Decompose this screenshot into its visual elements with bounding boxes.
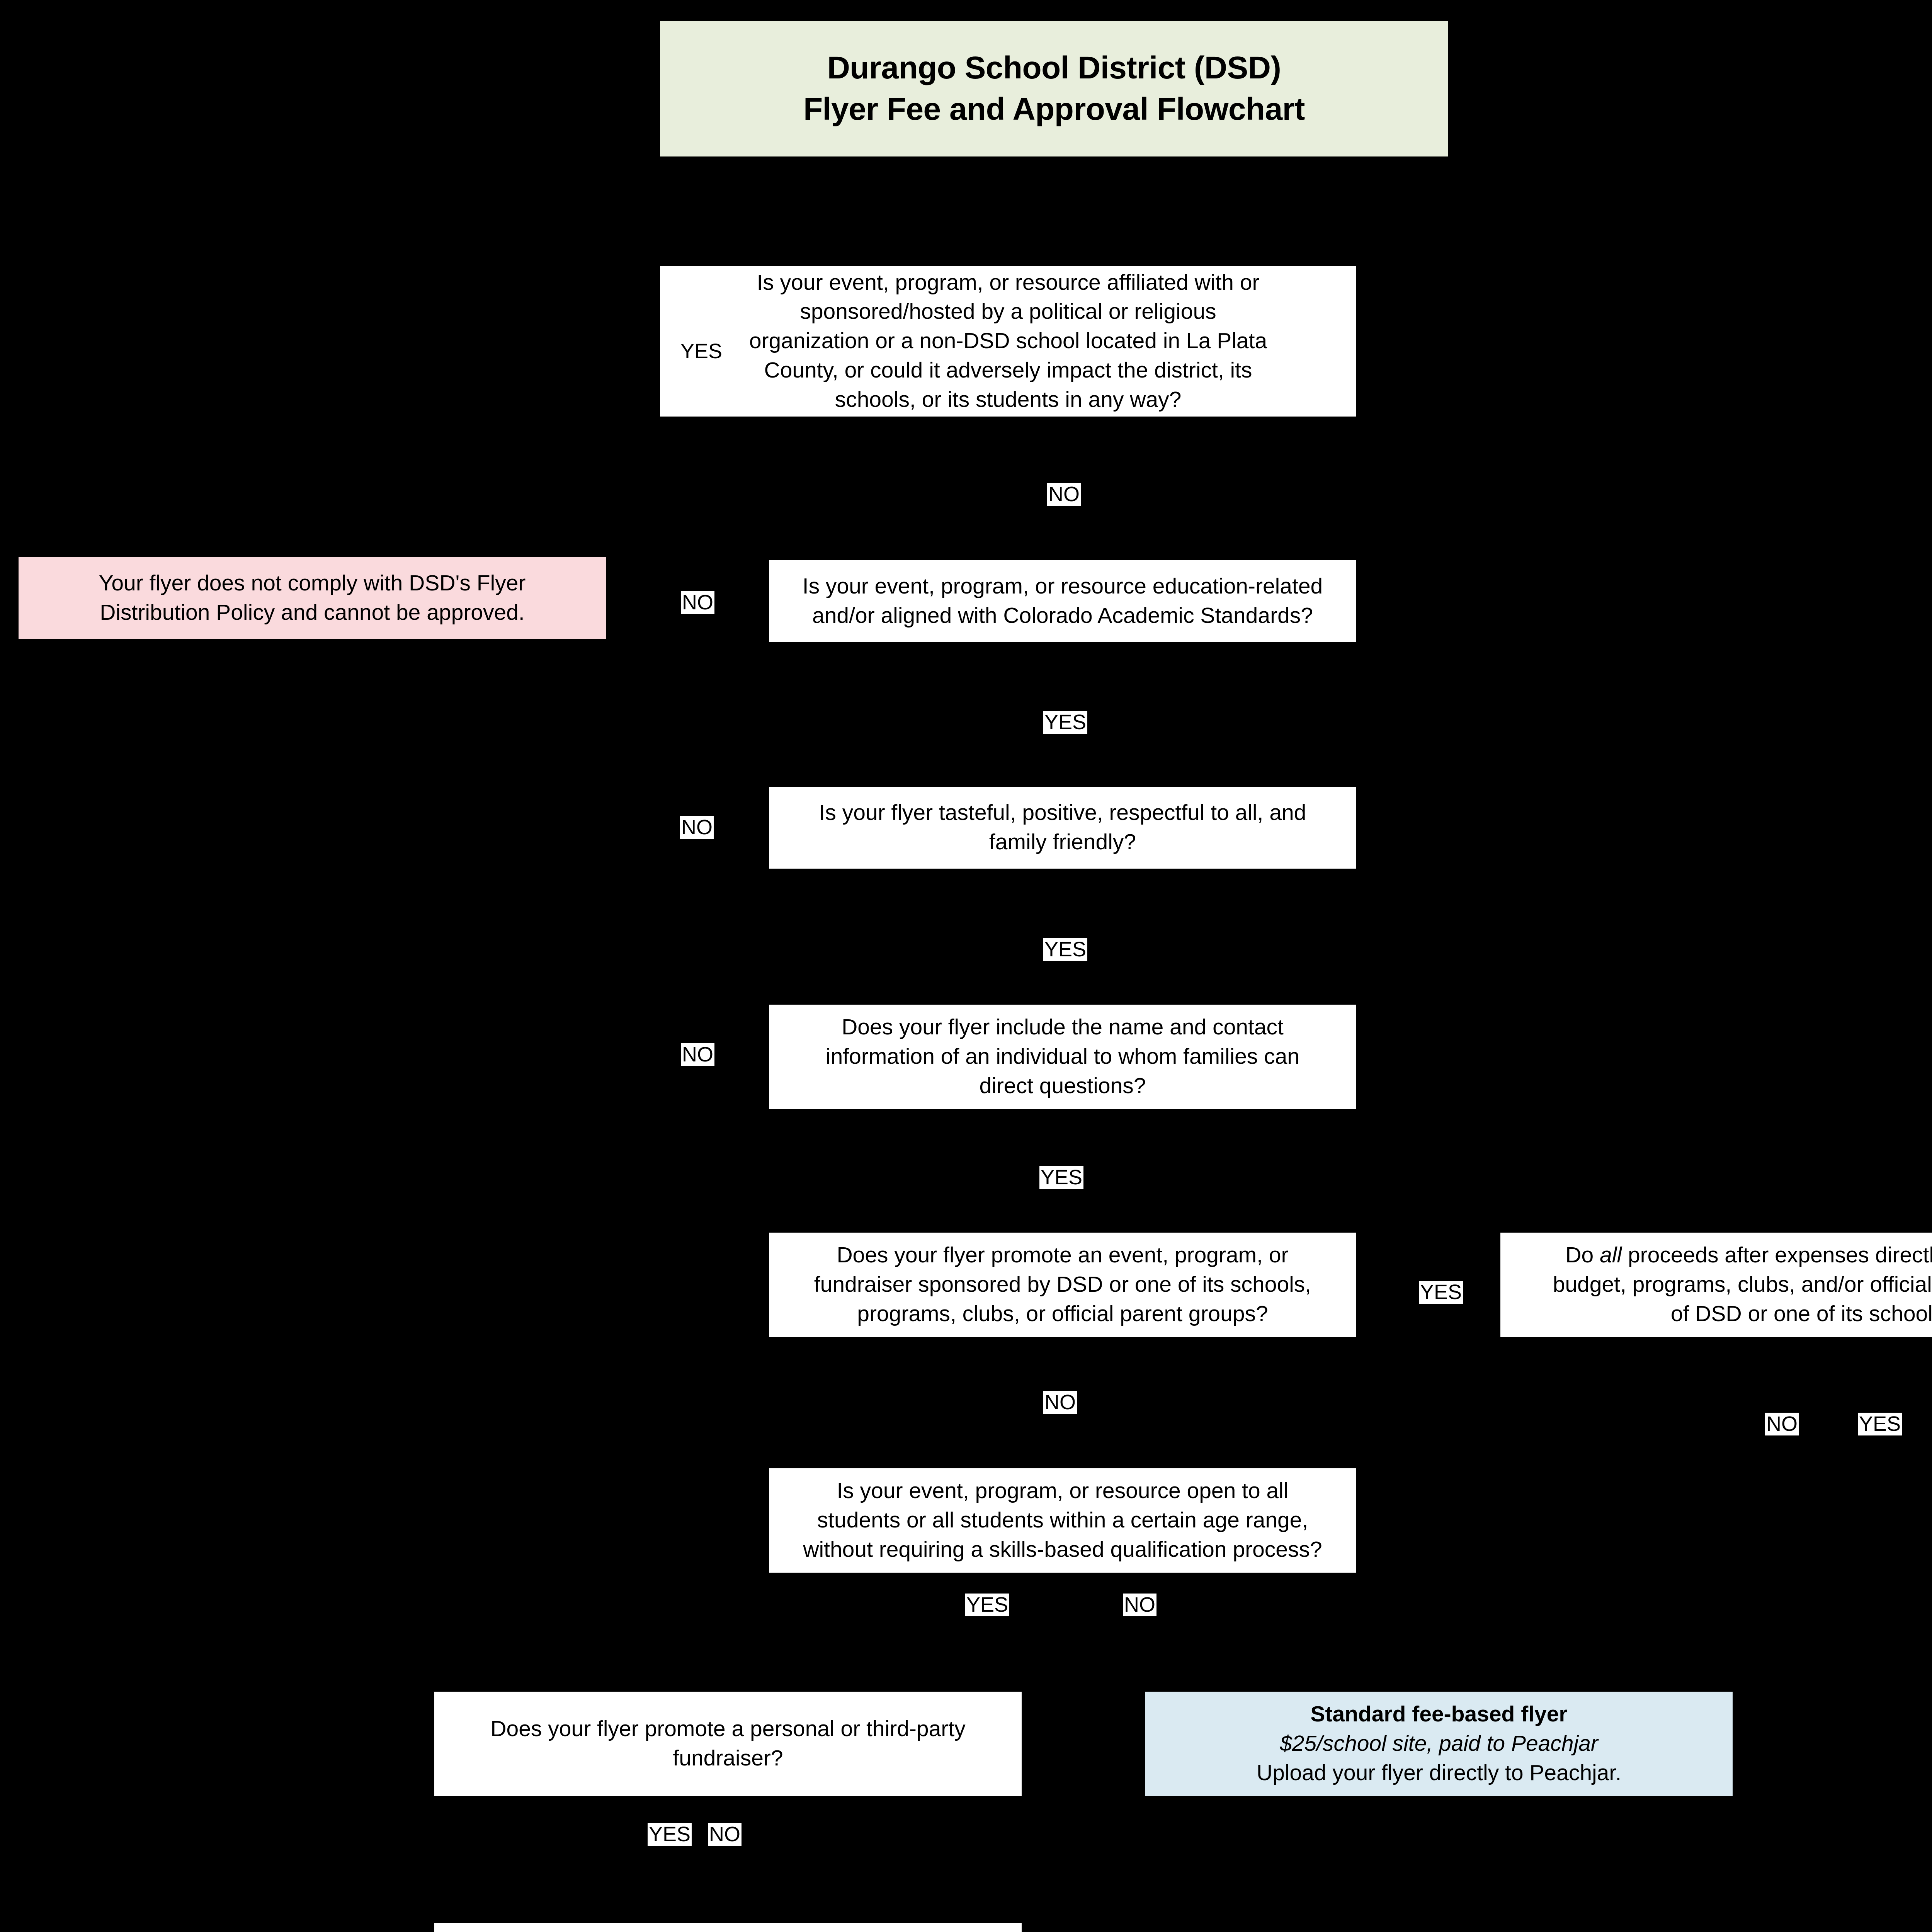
- decision-education-related: Is your event, program, or resource educ…: [769, 560, 1356, 642]
- decision-personal-line-1: Does your flyer promote a personal or th…: [490, 1716, 966, 1742]
- edge-label-open-no: NO: [1123, 1594, 1156, 1617]
- decision-tasteful-line-2: family friendly?: [989, 830, 1136, 854]
- decision-open-line-1: Is your event, program, or resource open…: [837, 1478, 1289, 1503]
- decision-tasteful: Is your flyer tasteful, positive, respec…: [769, 787, 1356, 869]
- decision-education-line-2: and/or aligned with Colorado Academic St…: [812, 603, 1313, 628]
- edge-label-tasteful-no: NO: [680, 816, 714, 839]
- decision-open-line-2: students or all students within a certai…: [817, 1508, 1308, 1533]
- decision-proceeds-emphasis-all: all: [1600, 1243, 1622, 1268]
- outcome-standard-fee-box: Standard fee-based flyer $25/school site…: [1145, 1692, 1733, 1796]
- outcome-fee-line-1: Standard fee-based flyer: [1310, 1702, 1568, 1727]
- decision-affiliation-line-5: schools, or its students in any way?: [835, 387, 1182, 412]
- edge-label-affiliation-yes: YES: [679, 340, 724, 363]
- title-line-1: Durango School District (DSD): [827, 50, 1281, 86]
- edge-label-dsd-sponsored-yes: YES: [1419, 1281, 1463, 1304]
- edge-label-open-yes: YES: [965, 1594, 1010, 1617]
- edge-label-contact-no: NO: [681, 1043, 714, 1066]
- edge-label-education-yes: YES: [1043, 711, 1088, 734]
- decision-personal-fundraiser: Does your flyer promote a personal or th…: [434, 1692, 1022, 1796]
- outcome-reject-line-1: Your flyer does not comply with DSD's Fl…: [99, 571, 526, 596]
- edge-label-education-no: NO: [681, 591, 714, 614]
- edge-label-personal-yes: YES: [648, 1823, 692, 1846]
- edge-label-proceeds-no: NO: [1765, 1413, 1799, 1436]
- decision-proceeds: Do all proceeds after expenses directly …: [1500, 1233, 1932, 1337]
- decision-dsd-sponsored-line-3: programs, clubs, or official parent grou…: [857, 1301, 1268, 1326]
- edge-label-affiliation-no: NO: [1047, 483, 1081, 506]
- outcome-reject-line-2: Distribution Policy and cannot be approv…: [100, 600, 525, 625]
- decision-dsd-sponsored-line-2: fundraiser sponsored by DSD or one of it…: [814, 1272, 1311, 1297]
- decision-affiliation: Is your event, program, or resource affi…: [660, 266, 1356, 417]
- decision-contact-line-3: direct questions?: [979, 1073, 1146, 1098]
- decision-proceeds-line-1-part-c: proceeds after expenses directly support…: [1628, 1243, 1932, 1268]
- decision-proceeds-line-1-part-a: Do: [1565, 1243, 1600, 1268]
- decision-dsd-sponsored: Does your flyer promote an event, progra…: [769, 1233, 1356, 1337]
- edge-label-dsd-sponsored-no: NO: [1043, 1391, 1077, 1414]
- decision-tasteful-line-1: Is your flyer tasteful, positive, respec…: [819, 800, 1306, 825]
- decision-affiliation-line-4: County, or could it adversely impact the…: [764, 357, 1252, 383]
- decision-contact-line-1: Does your flyer include the name and con…: [842, 1015, 1284, 1040]
- decision-proceeds-line-2: budget, programs, clubs, and/or official…: [1553, 1272, 1932, 1297]
- outcome-fee-line-3: Upload your flyer directly to Peachjar.: [1256, 1760, 1622, 1785]
- decision-affiliation-line-1: Is your event, program, or resource affi…: [757, 270, 1260, 295]
- outcome-reject-box: Your flyer does not comply with DSD's Fl…: [19, 557, 606, 639]
- edge-label-tasteful-yes: YES: [1043, 938, 1088, 961]
- edge-label-personal-no: NO: [708, 1823, 742, 1846]
- decision-proceeds-line-1: Do all proceeds after expenses directly …: [1565, 1241, 1932, 1270]
- decision-fee-based-services: Does your flyer promote fee-based servic…: [434, 1923, 1022, 1932]
- decision-open-line-3: without requiring a skills-based qualifi…: [803, 1537, 1322, 1562]
- decision-proceeds-line-3: of DSD or one of its schools?: [1670, 1301, 1932, 1326]
- decision-affiliation-line-3: organization or a non-DSD school located…: [749, 328, 1267, 354]
- title-line-2: Flyer Fee and Approval Flowchart: [803, 92, 1305, 127]
- decision-contact-line-2: information of an individual to whom fam…: [825, 1044, 1300, 1069]
- outcome-fee-line-2: $25/school site, paid to Peachjar: [1280, 1731, 1598, 1756]
- decision-affiliation-line-2: sponsored/hosted by a political or relig…: [800, 299, 1216, 324]
- edge-label-proceeds-yes: YES: [1858, 1413, 1902, 1436]
- decision-contact-info: Does your flyer include the name and con…: [769, 1005, 1356, 1109]
- flowchart-title-box: Durango School District (DSD) Flyer Fee …: [660, 21, 1448, 156]
- decision-open-to-all: Is your event, program, or resource open…: [769, 1468, 1356, 1573]
- decision-personal-line-2: fundraiser?: [673, 1746, 783, 1770]
- decision-education-line-1: Is your event, program, or resource educ…: [802, 574, 1323, 599]
- edge-label-contact-yes: YES: [1039, 1166, 1084, 1189]
- decision-dsd-sponsored-line-1: Does your flyer promote an event, progra…: [837, 1243, 1289, 1268]
